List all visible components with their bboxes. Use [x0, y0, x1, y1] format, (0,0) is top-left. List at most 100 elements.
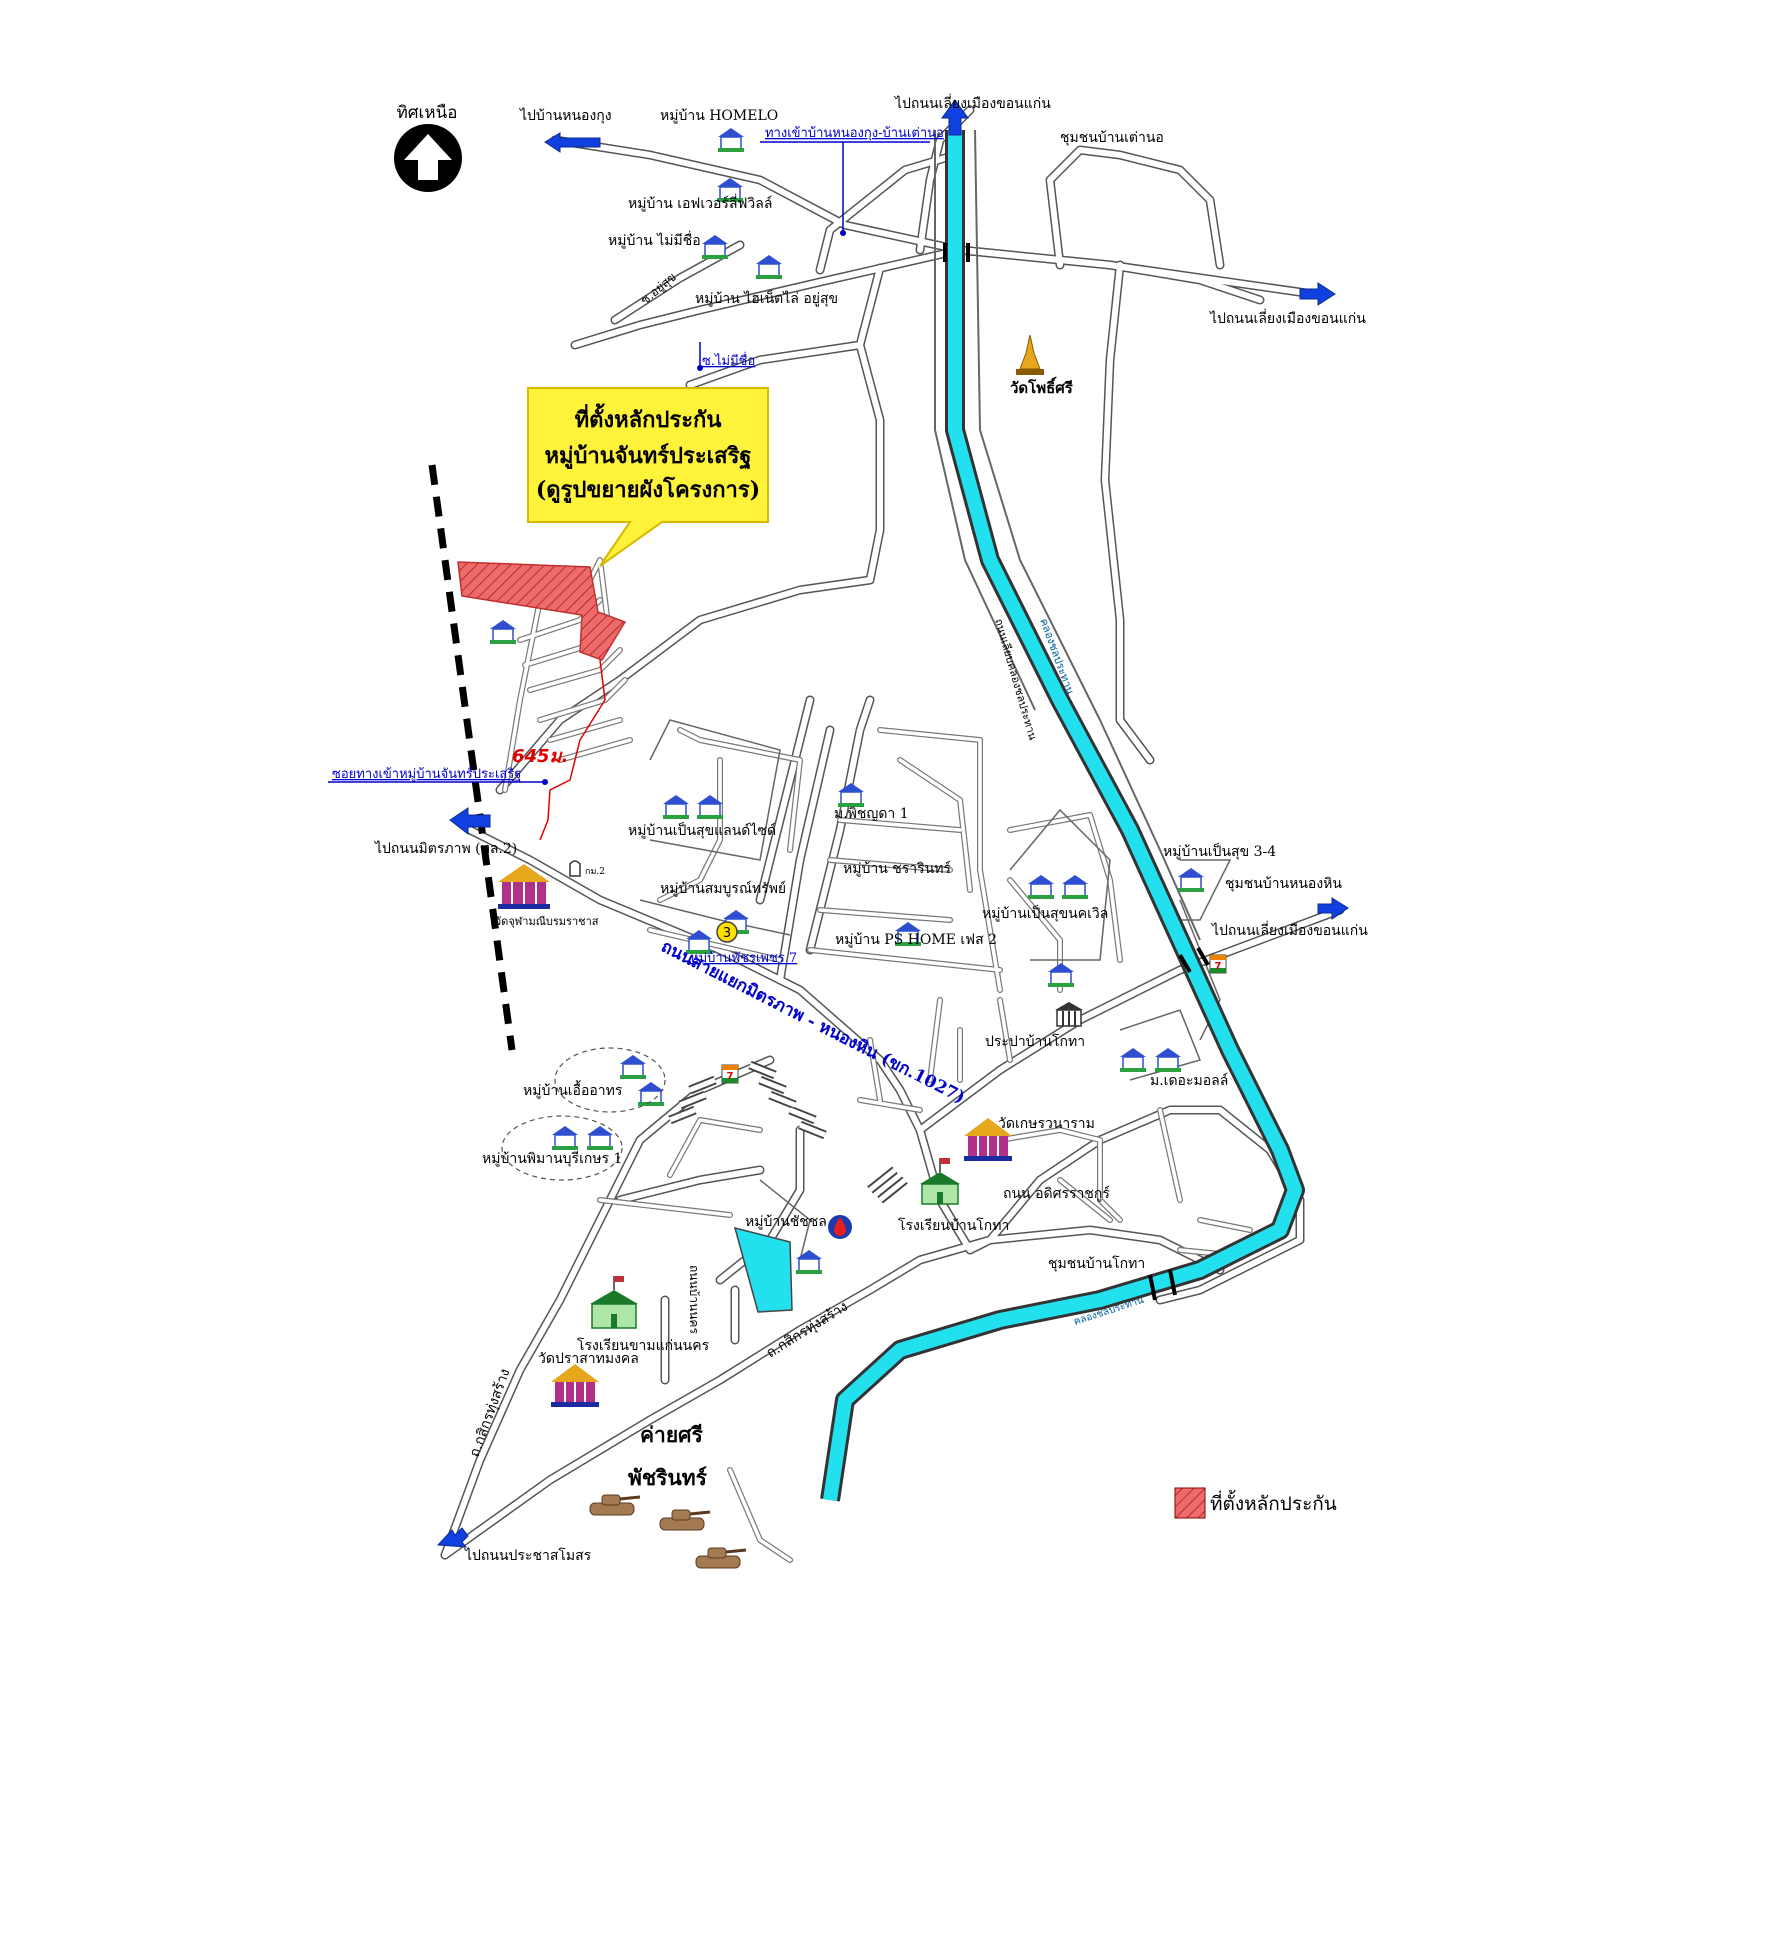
- label-penzuk-sukhumvit: หมู่บ้านเป็นสุขนคเวิล: [982, 904, 1108, 922]
- village-house-icon: [686, 930, 712, 954]
- pond: [733, 1226, 793, 1313]
- village-house-icon: [756, 255, 782, 279]
- bridge-north: [943, 243, 970, 262]
- arrow-west-nongkung-icon: [544, 132, 601, 153]
- village-house-icon: [552, 1126, 578, 1150]
- label-m-piyada: ม.พิชญดา 1: [834, 806, 909, 822]
- label-everlife: หมู่บ้าน เอฟเวอร์ลี่ฟวิลล์: [628, 194, 772, 212]
- village-house-icon: [587, 1126, 613, 1150]
- legend-label: ที่ตั้งหลักประกัน: [1210, 1490, 1337, 1515]
- bridge-south: [1148, 1269, 1177, 1301]
- svg-text:3: 3: [723, 926, 731, 941]
- village-house-icon: [1062, 875, 1088, 899]
- pagoda-icon: [1016, 334, 1044, 375]
- village-house-icon: [1048, 963, 1074, 987]
- label-wat-prasat: วัดปราสาทมงคล: [538, 1351, 639, 1367]
- legend-swatch: [1174, 1487, 1206, 1519]
- label-prapa-kokha: ประปาบ้านโกทา: [985, 1033, 1085, 1050]
- label-phet7: หมู่บ้านพัชรเพชร 7: [690, 951, 797, 966]
- village-house-icon: [663, 795, 689, 819]
- temple-icon-prasat: [551, 1364, 599, 1407]
- label-rd-bannakorn: ถนนบ้านนคร: [687, 1265, 701, 1334]
- label-wat-phosri: วัดโพธิ์ศรี: [1010, 376, 1074, 397]
- label-camp-line-2: พัชรินทร์: [628, 1465, 708, 1490]
- school-icon-kham: [590, 1276, 638, 1329]
- village-house-icon: [1120, 1048, 1146, 1072]
- village-house-icon: [1178, 868, 1204, 892]
- label-rd-athisri: ถนน อดิศรราชกูร์: [1003, 1185, 1110, 1202]
- seven-eleven-icon-south: 7: [721, 1064, 739, 1084]
- label-community-kokha: ชุมชนบ้านโกทา: [1048, 1255, 1145, 1272]
- label-penzuk-city: หมู่บ้านเป็นสุขแลนด์ไซด์: [628, 821, 776, 839]
- label-to-ringroad-right: ไปถนนเลี่ยงเมืองขอนแก่น: [1209, 309, 1366, 327]
- village-house-icon: [718, 128, 744, 152]
- label-ps-home: หมู่บ้าน PS HOME เฟส 2: [835, 932, 997, 948]
- km-marker-label: กม.2: [585, 867, 605, 877]
- km-marker-icon: [569, 860, 581, 877]
- label-to-nongkung: ไปบ้านหนองกุง: [519, 107, 612, 124]
- village-house-icon: [1155, 1048, 1181, 1072]
- arrow-east-ringroad-mid-icon: [1317, 897, 1349, 920]
- label-ua-arthorn: หมู่บ้านเอื้ออาทร: [523, 1080, 623, 1099]
- temple-icon-chumchon: [498, 864, 550, 909]
- temple-icon-kasetsaram: [964, 1118, 1012, 1161]
- label-phimarn: หมู่บ้านพิมานบุรีเกษร 1: [482, 1151, 622, 1167]
- arrow-southwest-prachasamosorn-icon: [436, 1527, 469, 1548]
- label-community-taono: ชุมชนบ้านเต่านอ: [1060, 130, 1164, 146]
- callout-line-1: ที่ตั้งหลักประกัน: [575, 403, 722, 433]
- label-wat-chumchon: วัดจุฬามณีบรมราชาส: [495, 915, 599, 928]
- label-chatchon: หมู่บ้านชัชชล: [745, 1214, 827, 1230]
- collateral-site: [457, 561, 627, 661]
- label-to-ringroad-top: ไปถนนเลี่ยงเมืองขอนแก่น: [894, 94, 1051, 112]
- svg-text:7: 7: [1215, 961, 1222, 972]
- tank-icons: [589, 1494, 747, 1569]
- label-to-mittraphap: ไปถนนมิตรภาพ (ทล.2): [374, 840, 517, 857]
- label-school-kham: โรงเรียนขามแก่นนคร: [577, 1337, 710, 1354]
- waterworks-icon: [1055, 1002, 1083, 1027]
- irrigation-canal: [820, 129, 1305, 1502]
- link-entrance-nongkung[interactable]: ทางเข้าบ้านหนองกุง-บ้านเต่านอ: [765, 126, 944, 141]
- link-soi-entrance-site[interactable]: ซอยทางเข้าหมู่บ้านจันทร์ประเสริฐ: [332, 766, 521, 782]
- label-sombun-sap: หมู่บ้านสมบูรณ์ทรัพย์: [660, 880, 786, 897]
- arrow-west-mittraphap-icon: [449, 807, 491, 836]
- village-house-icon: [895, 922, 921, 946]
- village-house-icon: [490, 620, 516, 644]
- label-m-dermall: ม.เดอะมอลล์: [1150, 1072, 1228, 1089]
- village-house-icon: [697, 795, 723, 819]
- legend: ที่ตั้งหลักประกัน: [1174, 1487, 1337, 1519]
- route-to-site: [539, 659, 606, 841]
- village-house-icon: [796, 1250, 822, 1274]
- village-house-icon: [702, 235, 728, 259]
- label-soi-ayusuk: ซ.อยู่สุข: [638, 270, 680, 308]
- road-network: [440, 105, 1345, 1563]
- label-ayusuk-village: หมู่บ้าน ไฮเน็ตไล่ อยู่สุข: [695, 289, 838, 307]
- village-house-icon: [1028, 875, 1054, 899]
- phimarn-area: [501, 1115, 623, 1181]
- link-soi-maimichue[interactable]: ซ.ไม่มีชื่อ: [702, 352, 755, 369]
- village-house-icon: [717, 178, 743, 202]
- label-community-nonghin: ชุมชนบ้านหนองหิน: [1225, 876, 1342, 892]
- village-house-icon: [838, 783, 864, 807]
- label-camp-line-1: ค่ายศรี: [640, 1422, 703, 1447]
- site-callout: ที่ตั้งหลักประกัน หมู่บ้านจันทร์ประเสริฐ…: [527, 387, 769, 567]
- north-indicator: ทิศเหนือ: [394, 103, 462, 192]
- gas-station-icon: [828, 1215, 852, 1239]
- label-penzuk34: หมู่บ้านเป็นสุข 3-4: [1163, 842, 1276, 860]
- label-homelo: หมู่บ้าน HOMELO: [660, 108, 778, 124]
- callout-line-3: (ดูรูปขยายผังโครงการ): [536, 476, 760, 504]
- village-house-icon: [638, 1082, 664, 1106]
- svg-text:7: 7: [727, 1071, 734, 1082]
- village-house-icon: [620, 1055, 646, 1079]
- arrow-east-ringroad-icon: [1299, 282, 1336, 306]
- arrow-north-ringroad-icon: [941, 99, 969, 136]
- label-noname-village: หมู่บ้าน ไม่มีชื่อ: [608, 231, 701, 249]
- label-distance: 645ม.: [512, 746, 568, 767]
- school-icon-kokha: [920, 1158, 960, 1205]
- label-to-ringroad-mid: ไปถนนเลี่ยงเมืองขอนแก่น: [1211, 921, 1368, 939]
- ua-arthorn-area: [554, 1047, 666, 1113]
- bridge-east: [1178, 946, 1210, 974]
- label-wat-kasetsaram: วัดเกษรวนาราม: [998, 1116, 1095, 1132]
- north-label: ทิศเหนือ: [397, 103, 458, 123]
- route-badge: 3: [716, 921, 738, 943]
